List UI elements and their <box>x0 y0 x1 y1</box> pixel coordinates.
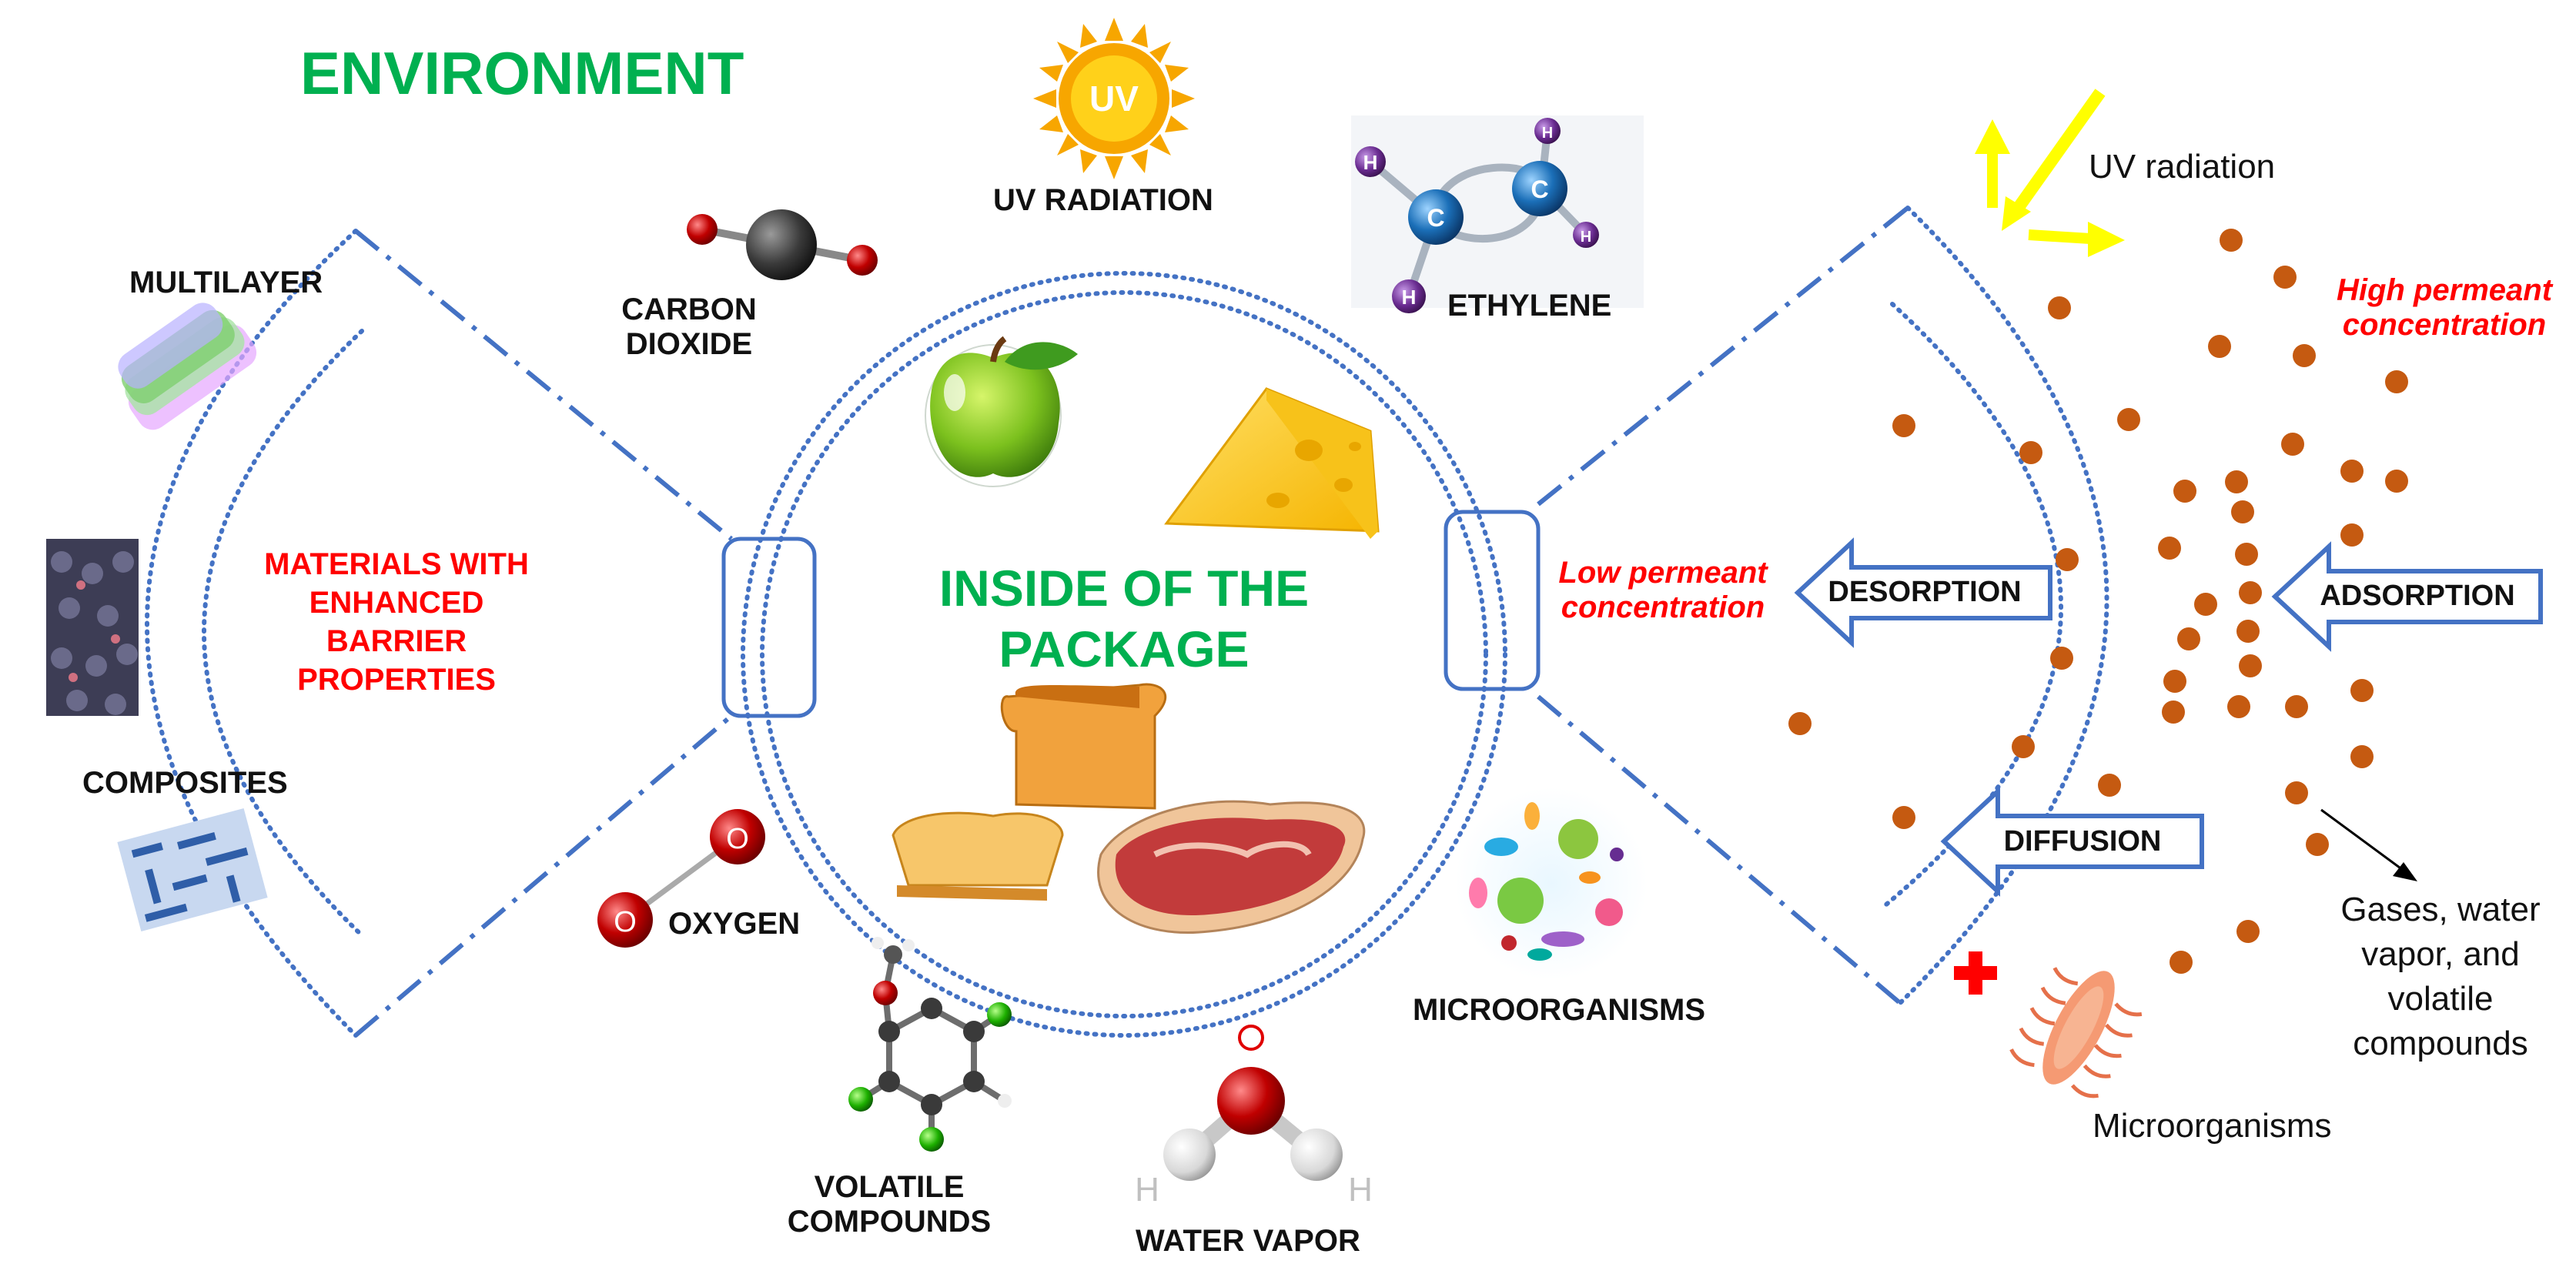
right-wall-zoom-box <box>1444 510 1541 691</box>
barrier-materials-line-1: MATERIALS WITH <box>264 547 529 581</box>
ethylene-hydrogen-atom-label-3: H <box>1542 125 1553 142</box>
meat-icon <box>1097 800 1366 934</box>
composites-label: COMPOSITES <box>82 766 288 800</box>
left-connector-bottom <box>354 714 733 1038</box>
carbon-dioxide-label-line-1: CARBON <box>621 293 757 326</box>
cheese-icon <box>1164 387 1380 539</box>
carbon-dioxide-molecule-icon <box>687 209 878 280</box>
carbon-dioxide-label-line-2: DIOXIDE <box>625 326 753 361</box>
volatile-compound-molecule-icon <box>848 937 1012 1152</box>
volatile-compounds-label-line-1: VOLATILE <box>814 1170 965 1204</box>
microorganisms-label: MICROORGANISMS <box>1413 993 1705 1027</box>
left-panel <box>46 229 733 1038</box>
environment-title: ENVIRONMENT <box>300 39 744 107</box>
ethylene-hydrogen-atom-label-1: H <box>1363 151 1378 174</box>
left-inner-arc <box>202 329 364 938</box>
microorganisms-right-label: Microorganisms <box>2093 1107 2332 1145</box>
gases-label: Gases, water vapor, and volatile compoun… <box>2302 888 2576 1066</box>
high-permeant-label: High permeant concentration <box>2321 273 2568 343</box>
gases-pointer-line <box>2320 808 2407 874</box>
right-panel <box>1537 89 2543 1098</box>
uv-radiation-arrows <box>1975 89 2125 257</box>
diffusion-arrow <box>1940 786 2204 897</box>
barrier-materials-label: MATERIALS WITH ENHANCED BARRIER PROPERTI… <box>231 545 562 699</box>
right-connector-top <box>1537 206 1909 507</box>
low-permeant-line-1: Low permeant <box>1558 556 1768 590</box>
water-molecule-icon: H H <box>1135 1025 1373 1209</box>
desorption-arrow <box>1794 537 2052 648</box>
water-hydrogen-label-right: H <box>1348 1171 1373 1209</box>
ethylene-hydrogen-atom-label-4: H <box>1581 229 1591 246</box>
volatile-compounds-label-line-2: COMPOUNDS <box>787 1204 992 1239</box>
barrier-materials-line-2: ENHANCED <box>309 586 484 620</box>
multilayer-icon <box>118 303 257 430</box>
desorption-label: DESORPTION <box>1828 576 2022 608</box>
uv-radiation-right-label: UV radiation <box>2089 148 2276 186</box>
water-vapor-label: WATER VAPOR <box>1136 1224 1360 1258</box>
multilayer-label: MULTILAYER <box>129 266 323 299</box>
ethylene-carbon-atom-label-2: C <box>1531 176 1548 203</box>
composite-structure-icon <box>46 539 139 716</box>
red-cross-icon <box>1954 951 1997 995</box>
bacterium-icon <box>2009 967 2143 1098</box>
microorganisms-cluster-icon <box>1455 787 1648 980</box>
uv-sun-label: UV <box>1089 79 1139 119</box>
adsorption-label: ADSORPTION <box>2320 580 2515 612</box>
carbon-dioxide-label: CARBON DIOXIDE <box>608 293 770 362</box>
left-outer-arc <box>145 229 358 1038</box>
volatile-compounds-label: VOLATILE COMPOUNDS <box>774 1170 1005 1239</box>
low-permeant-label: Low permeant concentration <box>1547 556 1778 625</box>
composite-platelets-icon <box>117 808 268 931</box>
left-wall-zoom-box <box>721 537 817 718</box>
oxygen-label: OXYGEN <box>668 907 801 941</box>
oxygen-atom-label-2: O <box>726 823 749 855</box>
package-title: INSIDE OF THE PACKAGE <box>885 558 1363 680</box>
adsorption-arrow <box>2271 541 2543 652</box>
ethylene-hydrogen-atom-label-2: H <box>1402 286 1417 309</box>
ethylene-carbon-atom-label-1: C <box>1427 204 1444 232</box>
high-permeant-line-1: High permeant <box>2336 273 2553 307</box>
uv-sun-icon <box>1033 18 1195 179</box>
barrier-materials-line-4: PROPERTIES <box>297 663 496 697</box>
right-connector-bottom <box>1537 694 1902 1005</box>
gases-label-line-2: vapor, and <box>2361 935 2520 974</box>
package-circle <box>721 271 1541 1038</box>
uv-radiation-label: UV RADIATION <box>993 183 1213 217</box>
gases-label-line-3: volatile <box>2387 980 2494 1018</box>
water-hydrogen-label-left: H <box>1135 1171 1159 1209</box>
gases-label-line-4: compounds <box>2353 1025 2528 1063</box>
bread-icon <box>892 683 1167 901</box>
oxygen-molecule-icon: O O <box>597 809 765 948</box>
right-outer-arc <box>1898 206 2109 1005</box>
package-title-line-1: INSIDE OF THE <box>938 560 1310 617</box>
low-permeant-line-2: concentration <box>1561 590 1765 624</box>
barrier-materials-line-3: BARRIER <box>326 624 467 658</box>
diffusion-label: DIFFUSION <box>2003 825 2162 858</box>
gases-label-line-1: Gases, water <box>2340 891 2541 928</box>
oxygen-atom-label-1: O <box>614 906 637 938</box>
package-title-line-2: PACKAGE <box>999 620 1250 678</box>
ethylene-label: ETHYLENE <box>1447 289 1612 323</box>
ethylene-molecule-icon: C C H H H H <box>1351 115 1644 313</box>
apple-icon <box>925 336 1078 487</box>
gases-pointer-head <box>2393 862 2417 881</box>
high-permeant-line-2: concentration <box>2342 307 2547 342</box>
permeant-molecule-dots <box>1788 229 2408 974</box>
left-connector-top <box>354 229 733 541</box>
